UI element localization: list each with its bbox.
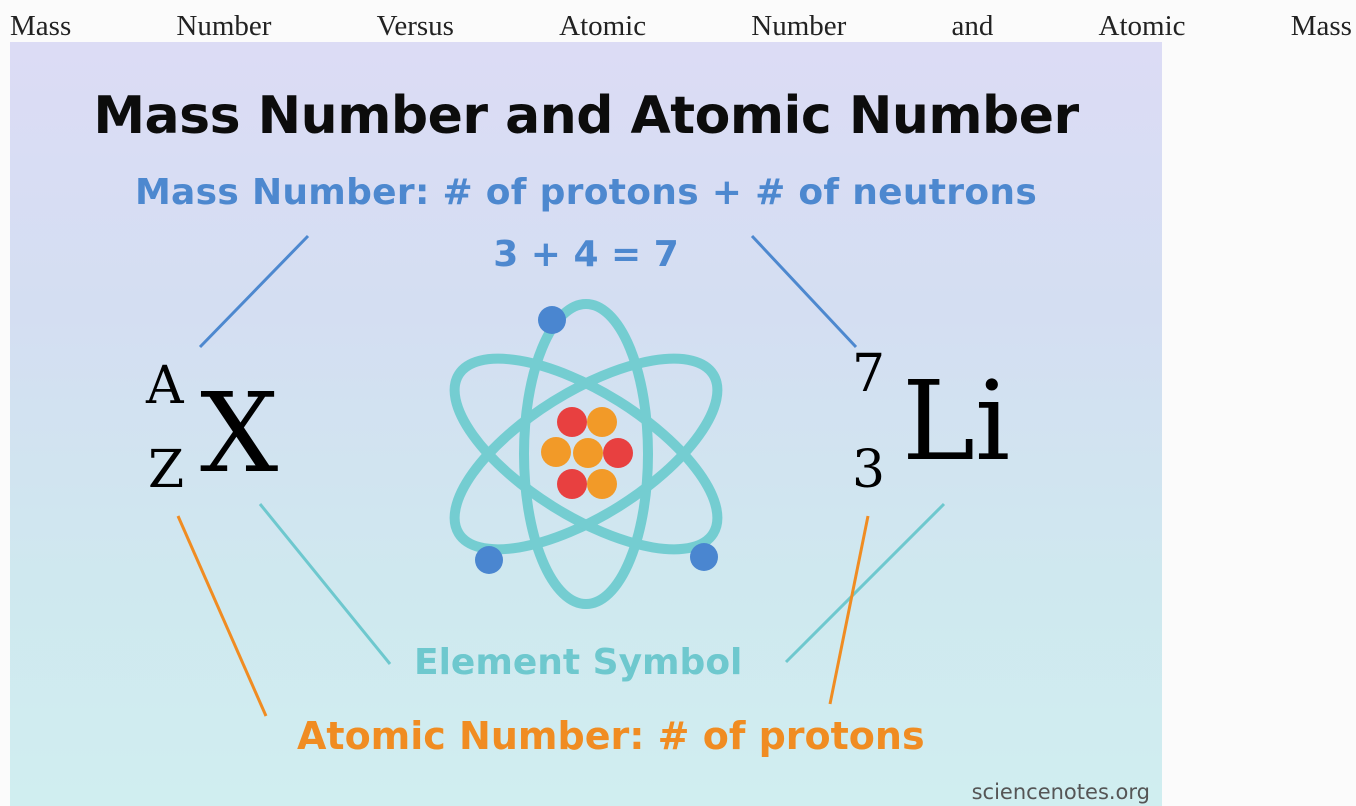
mass-connector-left [198,234,310,349]
mass-connector-right [750,234,858,349]
heading-word: and [951,10,994,42]
element-symbol-label: Element Symbol [414,642,743,683]
generic-mass-superscript: A [146,356,184,416]
heading-word: Mass [1290,10,1352,42]
electron-icon [690,543,718,571]
symbol-connector-right [784,502,946,664]
atomic-connector-left [176,515,268,717]
atom-icon [449,299,723,609]
example-atomic-subscript: 3 [852,440,886,500]
infographic-image: Mass Number and Atomic Number Mass Numbe… [10,42,1162,806]
mass-number-example: 3 + 4 = 7 [493,234,679,275]
infographic-title: Mass Number and Atomic Number [93,86,1079,146]
infographic-graphics [176,234,946,717]
mass-number-label: Mass Number: # of protons + # of neutron… [134,172,1038,213]
generic-element-symbol: X [200,369,279,497]
example-mass-superscript: 7 [852,344,886,404]
heading-word: Mass [10,10,72,42]
heading-word: Number [176,10,272,42]
heading-word: Atomic [559,10,647,42]
source-watermark: sciencenotes.org [971,780,1150,804]
atomic-number-label: Atomic Number: # of protons [297,714,925,758]
electron-icon [475,546,503,574]
heading-word: Atomic [1098,10,1186,42]
heading-word: Number [751,10,847,42]
nucleus-icon [541,407,633,499]
symbol-connector-left [258,503,392,665]
page-heading: Mass Number Versus Atomic Number and Ato… [10,8,1352,48]
electron-icon [538,306,566,334]
atomic-connector-right [828,515,870,705]
heading-word: Versus [376,10,454,42]
example-element-symbol: Li [902,357,1011,485]
generic-atomic-subscript: Z [148,440,185,500]
